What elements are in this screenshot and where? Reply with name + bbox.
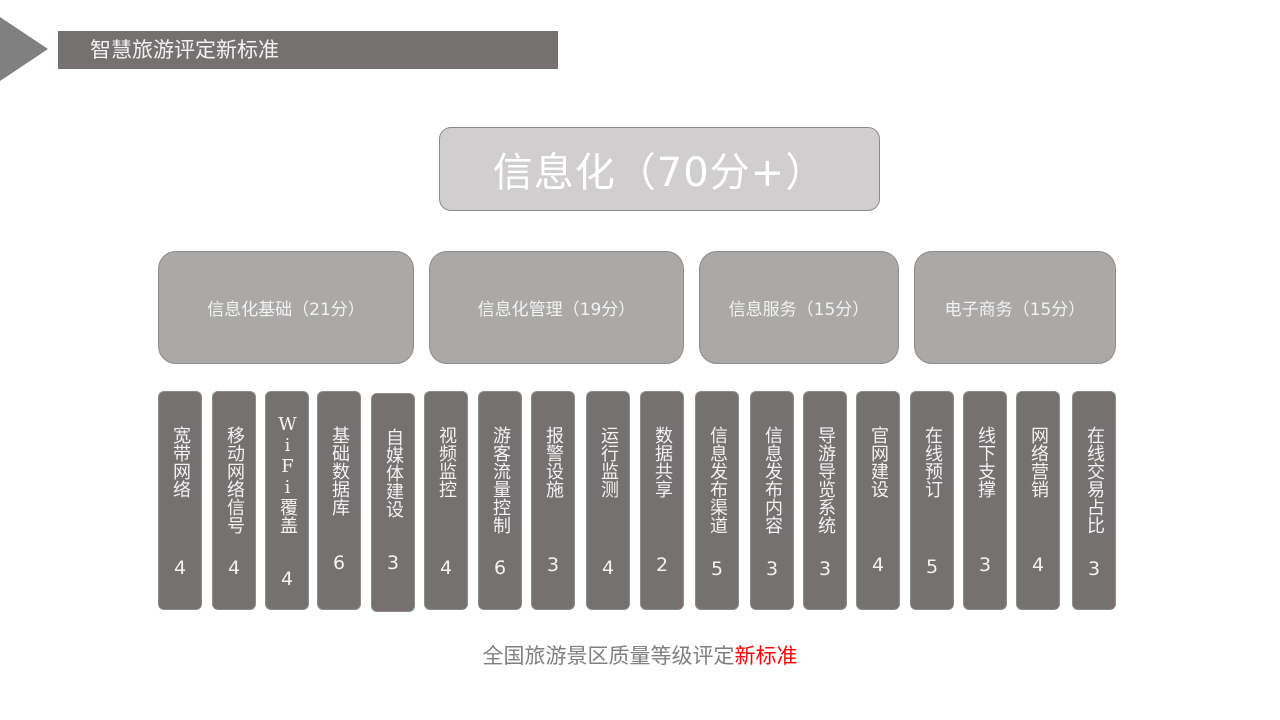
item-label: 在线交易占比 xyxy=(1084,426,1105,534)
item-bar: WiFi覆盖 4 xyxy=(265,391,309,610)
item-bar: 在线交易占比 3 xyxy=(1072,391,1116,610)
item-label: 在线预订 xyxy=(922,426,943,498)
item-label: 移动网络信号 xyxy=(224,426,245,534)
item-bar: 导游导览系统 3 xyxy=(803,391,847,610)
item-score: 4 xyxy=(280,568,294,590)
item-score: 4 xyxy=(227,557,241,579)
item-label: 游客流量控制 xyxy=(490,426,511,534)
category-label: 信息化基础（21分） xyxy=(207,300,365,320)
item-bar: 数据共享 2 xyxy=(640,391,684,610)
item-score: 5 xyxy=(710,558,724,580)
category-label: 信息服务（15分） xyxy=(728,300,870,320)
item-score: 6 xyxy=(332,552,346,574)
category-label: 信息化管理（19分） xyxy=(477,300,636,320)
item-label: 运行监测 xyxy=(598,426,619,498)
item-score: 3 xyxy=(765,558,779,580)
item-bar: 报警设施 3 xyxy=(531,391,575,610)
item-bar: 网络营销 4 xyxy=(1016,391,1060,610)
item-bar: 自媒体建设 3 xyxy=(371,393,415,612)
item-label: 导游导览系统 xyxy=(815,426,836,534)
item-score: 3 xyxy=(1087,558,1101,580)
item-bar: 官网建设 4 xyxy=(856,391,900,610)
category-node-management: 信息化管理（19分） xyxy=(429,251,684,364)
category-node-basic: 信息化基础（21分） xyxy=(158,251,414,364)
item-bar: 信息发布内容 3 xyxy=(750,391,794,610)
footer-accent-text: 新标准 xyxy=(734,644,798,668)
item-bar: 宽带网络 4 xyxy=(158,391,202,610)
item-label: 自媒体建设 xyxy=(383,428,404,518)
page-title: 智慧旅游评定新标准 xyxy=(58,31,558,69)
root-node-label: 信息化（70分+） xyxy=(492,150,827,196)
item-bar: 运行监测 4 xyxy=(586,391,630,610)
footer-caption: 全国旅游景区质量等级评定新标准 xyxy=(0,640,1280,670)
footer-main-text: 全国旅游景区质量等级评定 xyxy=(482,644,735,668)
item-bar: 游客流量控制 6 xyxy=(478,391,522,610)
triangle-arrow-icon xyxy=(0,17,48,81)
item-score: 4 xyxy=(871,554,885,576)
item-label: 基础数据库 xyxy=(329,426,350,516)
item-label: WiFi覆盖 xyxy=(277,414,298,534)
item-bar: 移动网络信号 4 xyxy=(212,391,256,610)
item-label: 官网建设 xyxy=(868,426,889,498)
item-label: 数据共享 xyxy=(652,426,673,498)
item-bar: 视频监控 4 xyxy=(424,391,468,610)
item-label: 信息发布内容 xyxy=(762,426,783,534)
item-score: 4 xyxy=(601,557,615,579)
item-bar: 线下支撑 3 xyxy=(963,391,1007,610)
item-label: 报警设施 xyxy=(543,426,564,498)
category-node-ecommerce: 电子商务（15分） xyxy=(914,251,1116,364)
item-score: 4 xyxy=(173,557,187,579)
item-score: 5 xyxy=(925,556,939,578)
item-score: 3 xyxy=(546,554,560,576)
item-label: 网络营销 xyxy=(1028,426,1049,498)
item-score: 3 xyxy=(818,558,832,580)
item-label: 信息发布渠道 xyxy=(707,426,728,534)
item-bar: 在线预订 5 xyxy=(910,391,954,610)
item-label: 宽带网络 xyxy=(170,426,191,498)
item-score: 6 xyxy=(493,557,507,579)
item-score: 4 xyxy=(1031,554,1045,576)
item-score: 3 xyxy=(386,552,400,574)
item-bar: 信息发布渠道 5 xyxy=(695,391,739,610)
category-node-service: 信息服务（15分） xyxy=(699,251,899,364)
root-node: 信息化（70分+） xyxy=(439,127,880,211)
item-score: 3 xyxy=(978,554,992,576)
item-score: 2 xyxy=(655,554,669,576)
item-bar: 基础数据库 6 xyxy=(317,391,361,610)
item-label: 线下支撑 xyxy=(975,426,996,498)
category-label: 电子商务（15分） xyxy=(944,300,1086,320)
item-label: 视频监控 xyxy=(436,426,457,498)
item-score: 4 xyxy=(439,557,453,579)
